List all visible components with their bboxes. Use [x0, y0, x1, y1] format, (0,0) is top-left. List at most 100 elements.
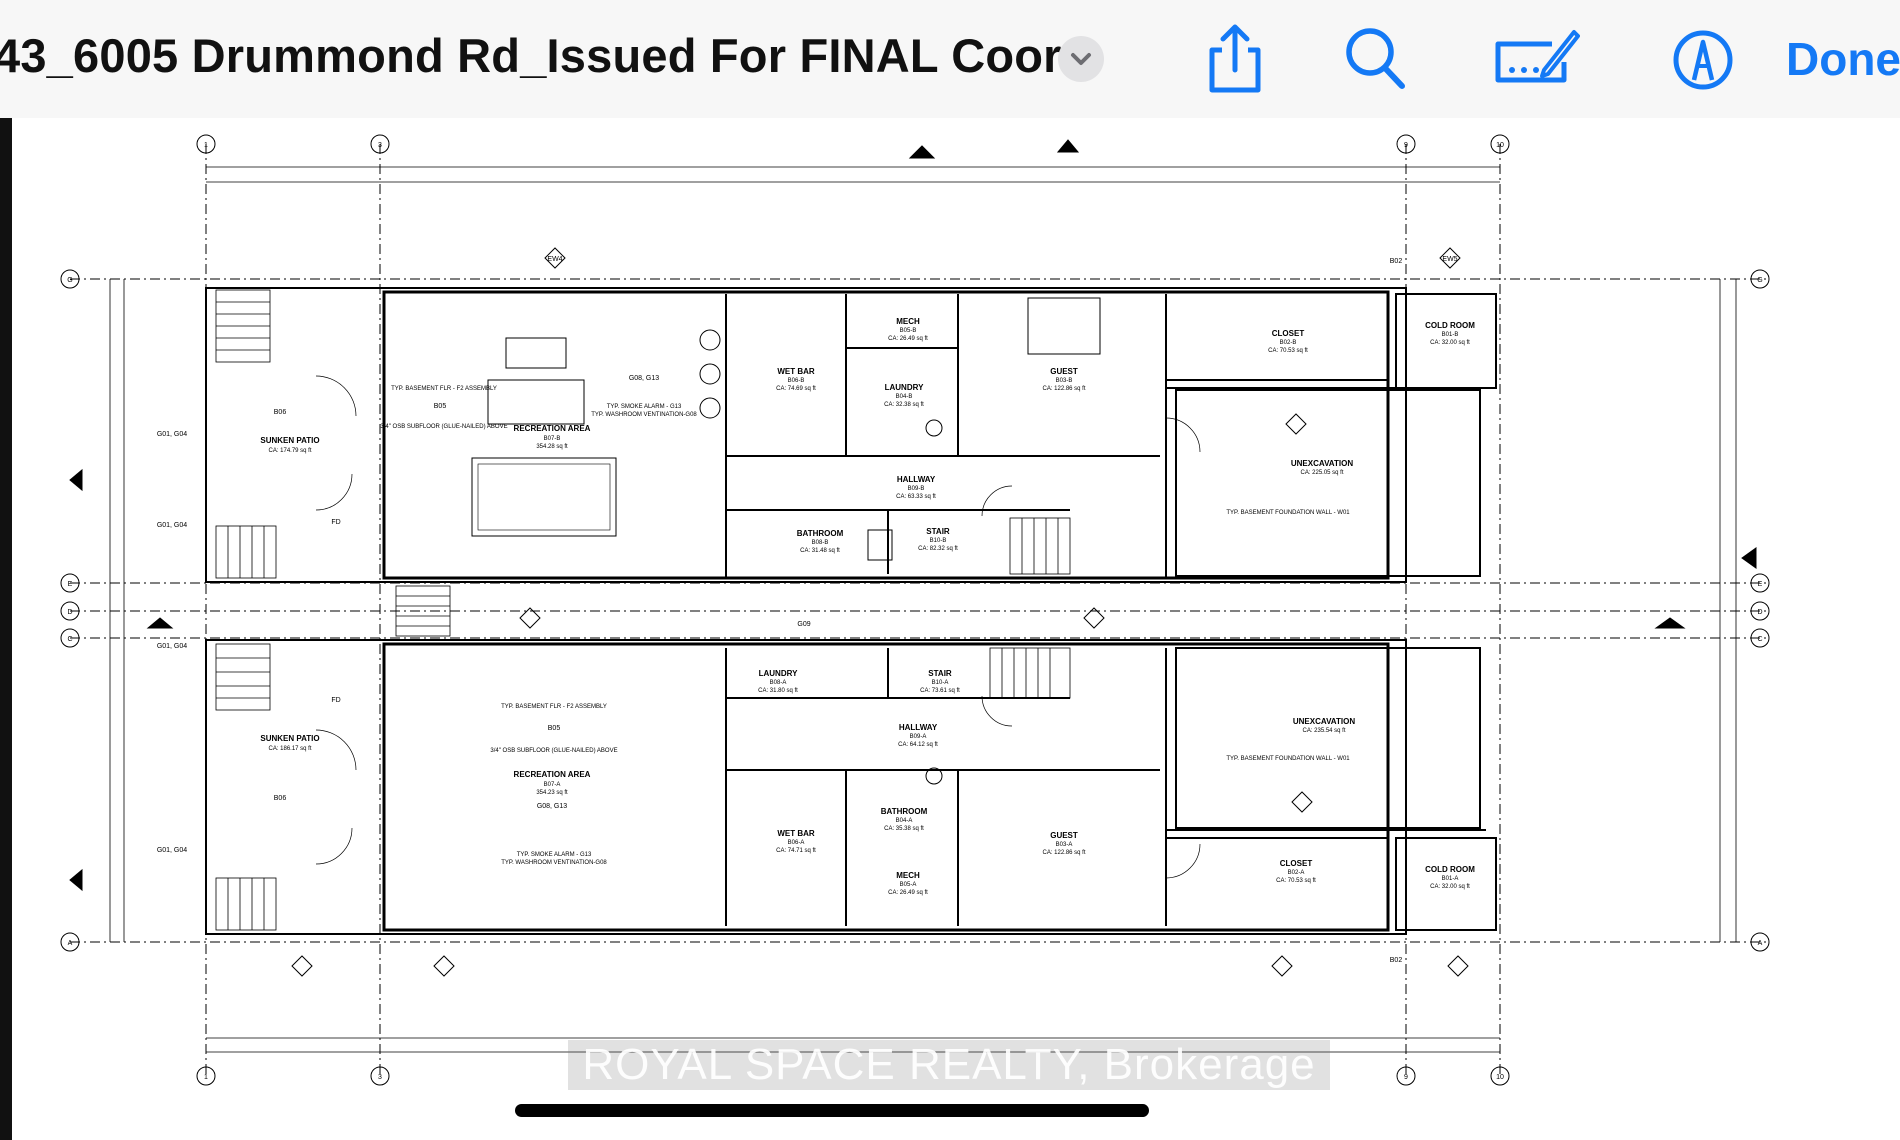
room-label: CLOSET [1280, 859, 1313, 868]
grid-label: E [68, 581, 73, 588]
grid-label: 3 [378, 142, 382, 149]
grid-label: 9 [1404, 1074, 1408, 1081]
room-area: CA: 26.49 sq ft [888, 336, 928, 342]
room-code: B03-B [1056, 378, 1073, 384]
room-area: CA: 70.53 sq ft [1276, 878, 1316, 884]
tag: B05 [434, 403, 447, 410]
share-icon [1209, 24, 1261, 93]
note: 3/4" OSB SUBFLOOR (GLUE-NAILED) ABOVE [490, 748, 617, 754]
watermark: ROYAL SPACE REALTY, Brokerage [568, 1040, 1330, 1090]
room-label: SUNKEN PATIO [260, 734, 319, 743]
grid-label: 9 [1404, 142, 1408, 149]
room-area: CA: 174.79 sq ft [268, 448, 311, 454]
note: TYP. BASEMENT FOUNDATION WALL - W01 [1226, 756, 1350, 762]
room-label: COLD ROOM [1425, 865, 1475, 874]
grid-lines [70, 144, 1770, 1076]
tag: B06 [274, 795, 287, 802]
plan-labels: SUNKEN PATIO CA: 174.79 sq ft RECREATION… [67, 142, 1762, 1081]
note: TYP. SMOKE ALARM - G13 [607, 404, 682, 410]
grid-label: 3 [378, 1074, 382, 1081]
pencil-circle-icon [1673, 30, 1733, 90]
share-button[interactable] [1200, 22, 1270, 96]
markup-button[interactable] [1490, 22, 1580, 96]
title-menu-button[interactable] [1058, 36, 1104, 82]
room-code: B10-A [932, 680, 949, 686]
room-area: CA: 31.80 sq ft [758, 688, 798, 694]
tag: FD [331, 697, 340, 704]
room-code: B09-A [910, 734, 927, 740]
grid-label: 10 [1496, 1074, 1504, 1081]
tag: B06 [274, 409, 287, 416]
room-code: B01-A [1442, 876, 1459, 882]
room-area: CA: 122.86 sq ft [1042, 850, 1085, 856]
markup-icon [1495, 30, 1580, 83]
note: TYP. BASEMENT FLR - F2 ASSEMBLY [391, 386, 497, 392]
room-code: B05-A [900, 882, 917, 888]
room-label: COLD ROOM [1425, 321, 1475, 330]
grid-label: G [67, 277, 72, 284]
grid-label: 1 [204, 1074, 208, 1081]
grid-label: E [1758, 581, 1763, 588]
room-area: CA: 74.71 sq ft [776, 848, 816, 854]
room-label: STAIR [928, 669, 952, 678]
furniture [471, 297, 1101, 785]
search-button[interactable] [1340, 22, 1410, 96]
grid-label: A [68, 940, 73, 947]
room-area: CA: 32.00 sq ft [1430, 884, 1470, 890]
grid-label: G [1757, 277, 1762, 284]
grid-label: 10 [1496, 142, 1504, 149]
room-code: B08-B [812, 540, 829, 546]
room-code: B02-A [1288, 870, 1305, 876]
room-code: B01-B [1442, 332, 1459, 338]
room-label: BATHROOM [881, 807, 928, 816]
tag: G01, G04 [157, 522, 187, 529]
room-area: CA: 32.38 sq ft [884, 402, 924, 408]
chevron-down-icon [1071, 53, 1091, 65]
room-label: CLOSET [1272, 329, 1305, 338]
room-code: B05-B [900, 328, 917, 334]
grid-label: 1 [204, 142, 208, 149]
room-area: CA: 74.69 sq ft [776, 386, 816, 392]
search-icon [1346, 28, 1405, 89]
room-area: CA: 225.05 sq ft [1300, 470, 1343, 476]
room-label: UNEXCAVATION [1293, 717, 1355, 726]
note: 3/4" OSB SUBFLOOR (GLUE-NAILED) ABOVE [380, 424, 507, 430]
room-code: B08-A [770, 680, 787, 686]
room-code: B07-A [544, 782, 561, 788]
lower-unit-walls [205, 639, 1497, 935]
room-area: CA: 235.54 sq ft [1302, 728, 1345, 734]
grid-label: C [67, 636, 72, 643]
grid-label: D [67, 609, 72, 616]
tag: G09 [797, 621, 810, 628]
room-area: CA: 35.38 sq ft [884, 826, 924, 832]
grid-label: C [1757, 636, 1762, 643]
tag: B02 [1390, 258, 1403, 265]
room-label: STAIR [926, 527, 950, 536]
room-label: SUNKEN PATIO [260, 436, 319, 445]
room-label: GUEST [1050, 367, 1078, 376]
room-code: B02-B [1280, 340, 1297, 346]
tag: G01, G04 [157, 847, 187, 854]
room-label: WET BAR [777, 367, 815, 376]
room-area: CA: 122.86 sq ft [1042, 386, 1085, 392]
home-indicator[interactable] [515, 1104, 1149, 1117]
room-area: CA: 31.48 sq ft [800, 548, 840, 554]
tag: B05 [548, 725, 561, 732]
done-button[interactable]: Done [1786, 33, 1900, 85]
doors [315, 375, 1201, 879]
stairs [215, 289, 1071, 931]
room-code: B07-B [544, 436, 561, 442]
room-label: LAUNDRY [885, 383, 924, 392]
room-area: CA: 186.17 sq ft [268, 746, 311, 752]
room-code: B04-A [896, 818, 913, 824]
note: TYP. WASHROOM VENTINATION-G08 [501, 860, 607, 866]
annotate-button[interactable] [1668, 22, 1738, 96]
tag: G01, G04 [157, 431, 187, 438]
note: TYP. BASEMENT FLR - F2 ASSEMBLY [501, 704, 607, 710]
room-label: RECREATION AREA [514, 424, 591, 433]
tag: G08, G13 [629, 375, 659, 382]
room-area: CA: 32.00 sq ft [1430, 340, 1470, 346]
grid-label: D [1757, 609, 1762, 616]
room-code: B04-B [896, 394, 913, 400]
page-edge [0, 118, 12, 1140]
